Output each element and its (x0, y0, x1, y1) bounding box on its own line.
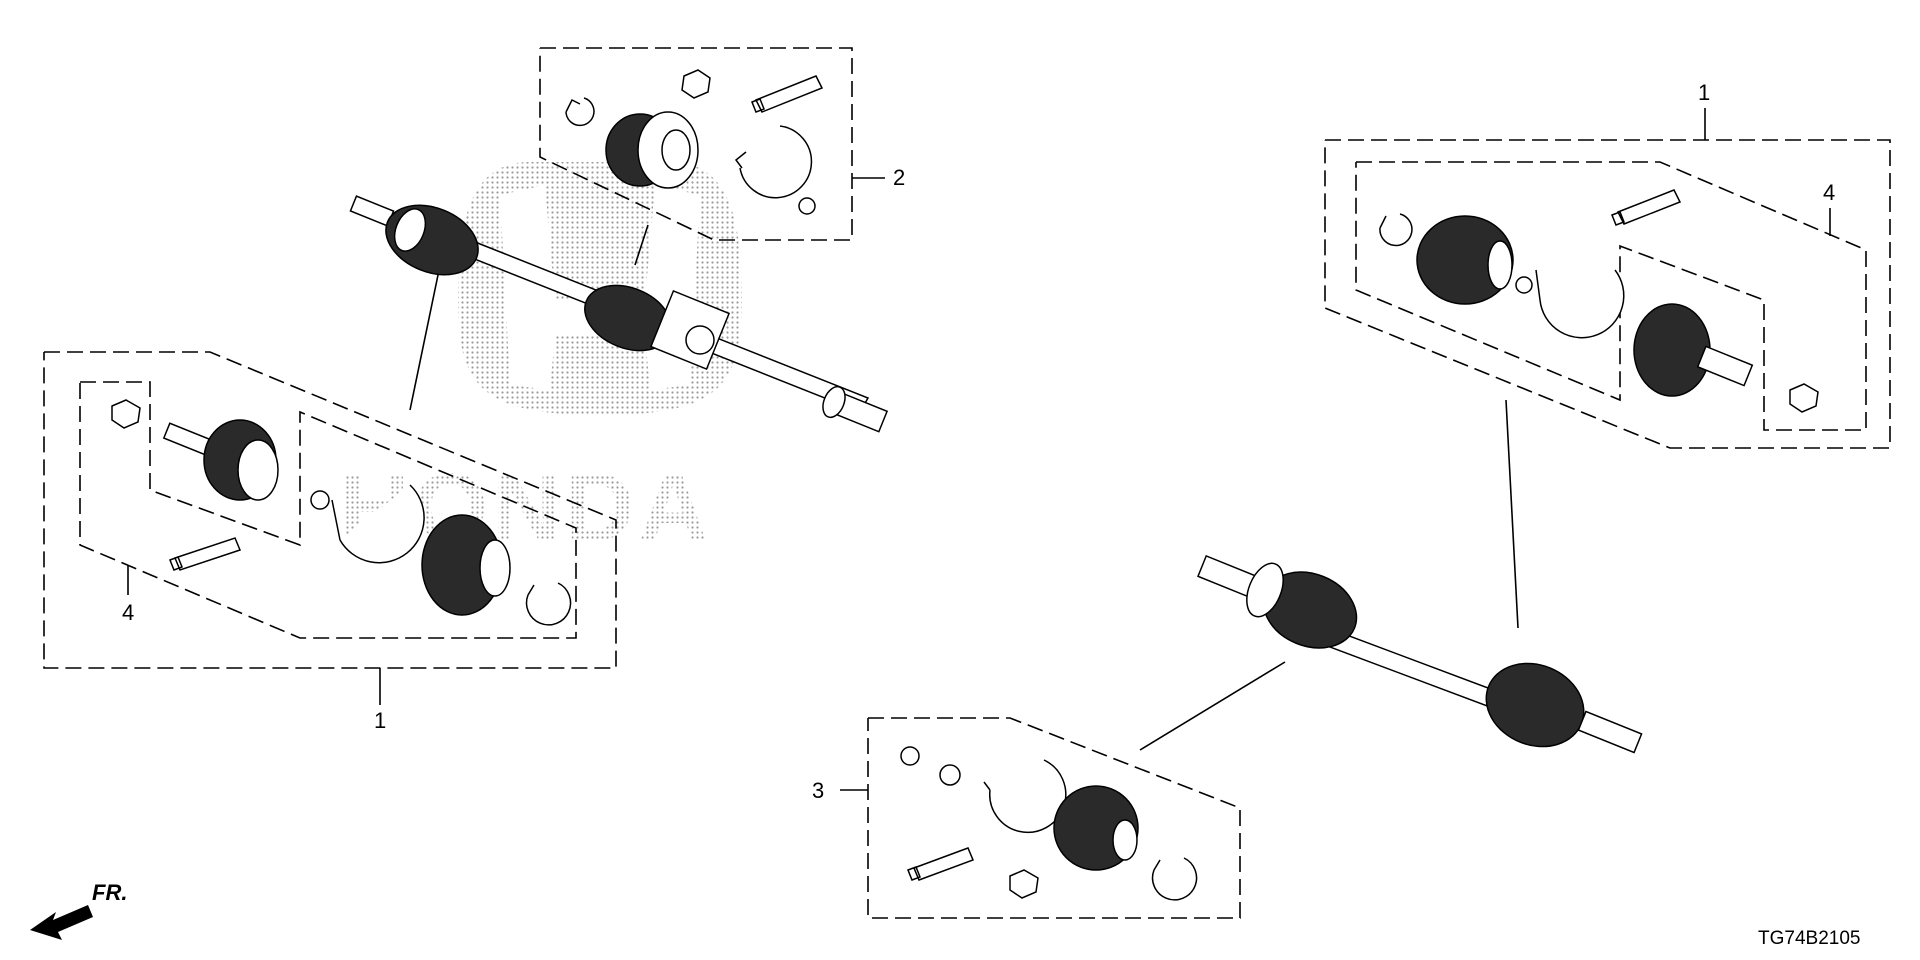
kit-2-inner-joint-set: 2 (539, 47, 905, 266)
circlip-icon (310, 490, 330, 510)
band-clamp-icon (1151, 857, 1198, 901)
front-direction-indicator: FR. (30, 880, 127, 940)
callout-3: 3 (812, 778, 824, 803)
circlip-icon (939, 764, 961, 786)
callout-4-right: 4 (1823, 180, 1835, 205)
callout-1-right: 1 (1698, 80, 1710, 105)
nut-icon (111, 399, 141, 429)
grease-pack-icon (169, 537, 242, 571)
left-driveshaft (349, 195, 889, 433)
grease-pack-icon (1611, 189, 1682, 226)
callout-2: 2 (893, 165, 905, 190)
band-clamp-icon (1379, 213, 1413, 247)
circlip-icon (798, 197, 816, 215)
nut-icon (681, 69, 711, 99)
nut-icon (1009, 869, 1039, 899)
circlip-icon (1515, 276, 1533, 294)
callout-1-left: 1 (374, 708, 386, 733)
front-label: FR. (92, 880, 127, 905)
kit-1-right-boot-set: 1 4 (1324, 80, 1891, 629)
band-clamp-icon (983, 759, 1067, 834)
grease-pack-icon (907, 847, 974, 881)
band-clamp-icon (734, 125, 813, 199)
front-arrow-icon (30, 905, 93, 940)
diagram-code: TG74B2105 (1758, 928, 1860, 949)
band-clamp-icon (1535, 269, 1625, 339)
kit-3-outer-boot-set: 3 (812, 661, 1286, 919)
band-clamp-icon (331, 484, 425, 564)
grease-pack-icon (751, 75, 824, 113)
callout-4-left: 4 (122, 600, 134, 625)
circlip-icon (900, 746, 920, 766)
right-driveshaft (1197, 554, 1643, 754)
kit-1-left-boot-set: 1 4 (43, 274, 617, 733)
nut-icon (1789, 383, 1819, 413)
band-clamp-icon (565, 97, 595, 127)
band-clamp-icon (525, 582, 572, 626)
